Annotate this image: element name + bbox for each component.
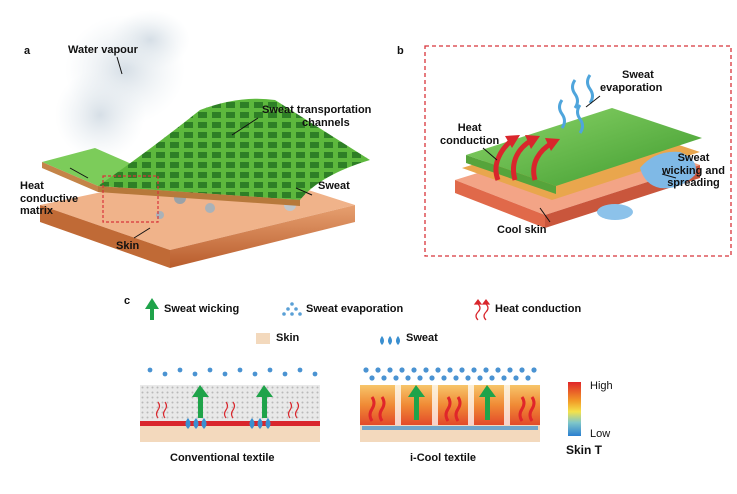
sweat-channels-label: Sweat transportation channels <box>262 104 371 129</box>
evaporation-dots-icon <box>282 302 302 316</box>
sweat-evap-line1: Sweat <box>622 69 654 81</box>
heat-matrix-label: Heat conductive matrix <box>20 180 78 218</box>
heat-matrix-line1: Heat <box>20 180 44 192</box>
heat-wave-icon <box>473 299 491 321</box>
sweat-evaporation-label: Sweat evaporation <box>600 69 662 94</box>
skin-temperature-title: Skin T <box>566 443 603 457</box>
sweat-evap-line2: evaporation <box>600 81 663 94</box>
panel-c-legend-icons <box>145 298 491 345</box>
panel-a-illustration <box>40 10 370 268</box>
skin-label: Skin <box>116 240 140 252</box>
panel-c-letter: c <box>124 295 131 307</box>
panel-b-letter: b <box>397 45 404 57</box>
legend-heat-conduction: Heat conduction <box>495 303 582 315</box>
conventional-textile-label: Conventional textile <box>170 452 275 464</box>
icool-textile-label: i-Cool textile <box>410 452 477 464</box>
wicking-line1: Sweat <box>677 152 710 164</box>
sweat-channels-line1: Sweat transportation <box>262 104 372 116</box>
sweat-drops-icon <box>380 336 400 345</box>
icool-textile-diagram <box>360 367 540 442</box>
heat-matrix-line2: conductive <box>20 192 79 205</box>
green-arrow-icon <box>145 298 159 320</box>
skin-swatch-icon <box>256 333 270 344</box>
panel-b-illustration <box>455 74 702 228</box>
wicking-line3: spreading <box>667 177 720 190</box>
panel-b-frame <box>424 45 732 257</box>
sweat-channels-line2: channels <box>302 116 350 129</box>
heat-cond-line2: conduction <box>440 134 500 147</box>
heat-cond-line1: Heat <box>457 122 482 134</box>
conventional-textile-diagram <box>140 367 320 442</box>
scale-high-label: High <box>590 380 613 392</box>
heat-conduction-label: Heat conduction <box>440 122 499 147</box>
wicking-spreading-label: Sweat wicking and spreading <box>662 152 725 190</box>
heat-matrix-line3: matrix <box>20 205 54 218</box>
legend-skin: Skin <box>276 332 300 344</box>
wicking-line2: wicking and <box>662 164 725 177</box>
cool-skin-label: Cool skin <box>497 224 547 236</box>
scale-low-label: Low <box>590 428 611 440</box>
panel-a-letter: a <box>24 45 31 57</box>
water-vapour-label: Water vapour <box>68 44 138 56</box>
sweat-label: Sweat <box>318 180 350 192</box>
legend-sweat-evaporation: Sweat evaporation <box>306 303 404 315</box>
legend-sweat: Sweat <box>406 332 438 344</box>
legend-sweat-wicking: Sweat wicking <box>164 303 240 315</box>
skin-temperature-colorbar <box>568 382 581 436</box>
